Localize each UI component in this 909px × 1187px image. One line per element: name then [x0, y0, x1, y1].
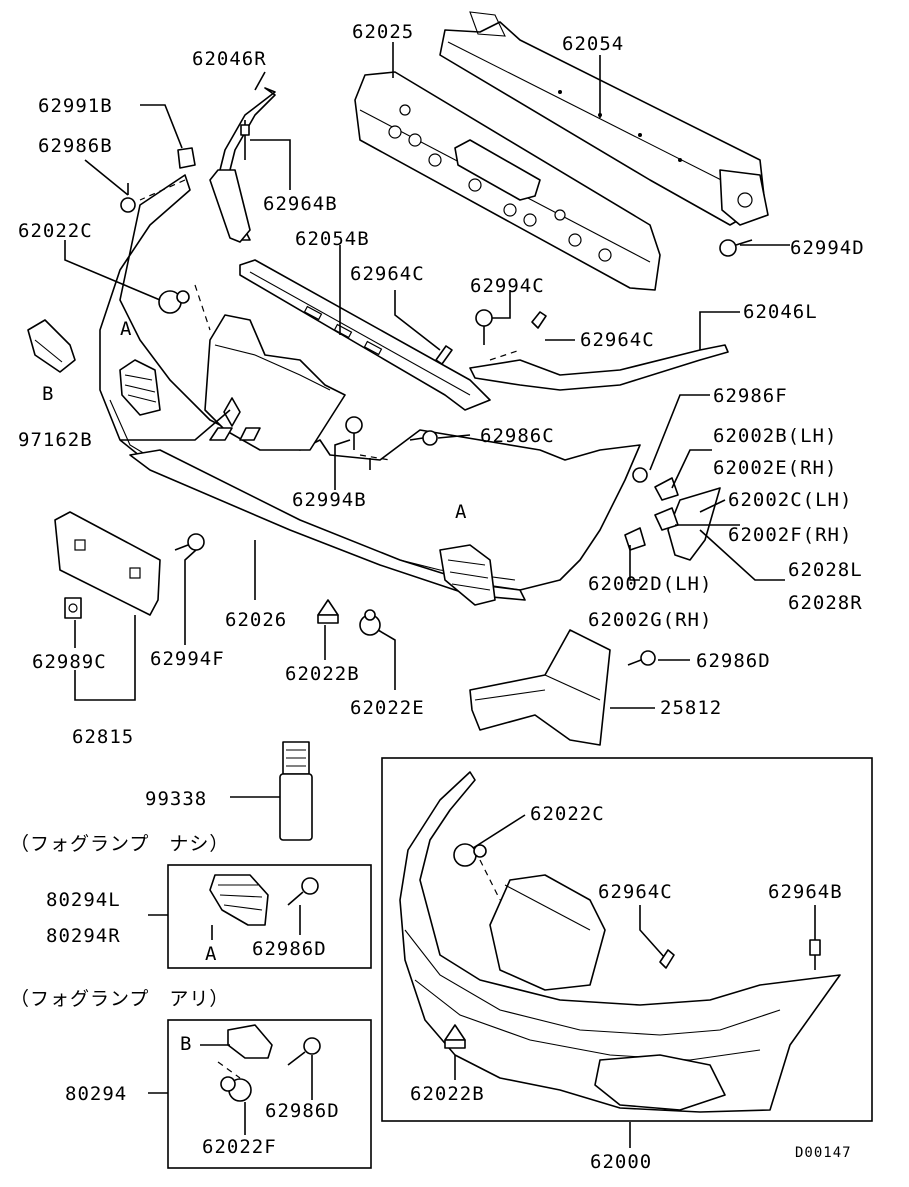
label-62002E: 62002E(RH)	[713, 457, 837, 479]
label-62046L: 62046L	[743, 301, 818, 323]
bracket-b-left	[27, 319, 76, 373]
label-62022B-inset: 62022B	[410, 1083, 485, 1105]
fog-cover-right	[439, 544, 496, 606]
label-62986B: 62986B	[38, 135, 113, 157]
label-62022C: 62022C	[18, 220, 93, 242]
box-with-fog	[167, 1019, 372, 1169]
upper-bracket-62054B	[239, 259, 491, 411]
sealant-tube-99338	[279, 741, 313, 841]
marker-b-1: B	[42, 383, 54, 405]
part-labels: 62025 62054 62046R 62991B 62986B 62964B …	[18, 21, 865, 1173]
label-62986D-b: 62986D	[252, 938, 327, 960]
label-62002D: 62002D(LH)	[588, 573, 712, 595]
bumper-reinforcement-62054	[439, 11, 769, 226]
label-62964B: 62964B	[263, 193, 338, 215]
label-62054: 62054	[562, 33, 624, 55]
label-62002F: 62002F(RH)	[728, 524, 852, 546]
label-62022C-inset: 62022C	[530, 803, 605, 825]
note-with-fog: （フォグランプ アリ）	[10, 988, 229, 1010]
notes: （フォグランプ ナシ） （フォグランプ アリ） D00147	[10, 833, 852, 1161]
label-62022B-a: 62022B	[285, 663, 360, 685]
clip-62989C	[64, 597, 82, 619]
label-62989C: 62989C	[32, 651, 107, 673]
label-62002B: 62002B(LH)	[713, 425, 837, 447]
label-62964C-a: 62964C	[350, 263, 425, 285]
label-62994F: 62994F	[150, 648, 225, 670]
label-62964C-b: 62964C	[580, 329, 655, 351]
assembly-guides	[139, 179, 521, 461]
label-80294: 80294	[65, 1083, 127, 1105]
label-62994D: 62994D	[790, 237, 865, 259]
reference-markers: A B A A B	[42, 318, 467, 1055]
label-62002C: 62002C(LH)	[728, 489, 852, 511]
reference-code: D00147	[795, 1145, 852, 1161]
bracket-62002	[624, 477, 679, 551]
label-62028R: 62028R	[788, 592, 863, 614]
label-62994C: 62994C	[470, 275, 545, 297]
label-62994B: 62994B	[292, 489, 367, 511]
license-bracket-62815	[54, 511, 161, 616]
side-bracket-62046R	[209, 87, 276, 243]
side-bracket-62046L	[469, 344, 729, 391]
label-25812: 25812	[660, 697, 722, 719]
marker-a-1: A	[120, 318, 132, 340]
label-62002G: 62002G(RH)	[588, 609, 712, 631]
label-62986F: 62986F	[713, 385, 788, 407]
assembled-bumper-inset	[381, 757, 873, 1122]
lower-molding-62026	[129, 449, 526, 601]
marker-b-2: B	[180, 1033, 192, 1055]
note-without-fog: （フォグランプ ナシ）	[10, 833, 229, 855]
label-80294L: 80294L	[46, 889, 121, 911]
label-80294R: 80294R	[46, 925, 121, 947]
label-62991B: 62991B	[38, 95, 113, 117]
emblem-97162B	[209, 397, 261, 441]
energy-absorber-62025	[354, 71, 661, 291]
label-62022F: 62022F	[202, 1136, 277, 1158]
label-62964B-inset: 62964B	[768, 881, 843, 903]
leader-lines	[64, 42, 816, 1148]
label-97162B: 97162B	[18, 429, 93, 451]
label-62025: 62025	[352, 21, 414, 43]
label-62986D-a: 62986D	[696, 650, 771, 672]
marker-a-3: A	[205, 943, 217, 965]
fog-cover-left	[119, 359, 161, 416]
label-62986C: 62986C	[480, 425, 555, 447]
label-62046R: 62046R	[192, 48, 267, 70]
fasteners-top	[120, 120, 753, 666]
label-62022E: 62022E	[350, 697, 425, 719]
label-62026: 62026	[225, 609, 287, 631]
label-62986D-c: 62986D	[265, 1100, 340, 1122]
label-62054B: 62054B	[295, 228, 370, 250]
label-62964C-inset: 62964C	[598, 881, 673, 903]
side-marker-62028	[667, 487, 721, 561]
marker-a-2: A	[455, 501, 467, 523]
label-62028L: 62028L	[788, 559, 863, 581]
bumper-face-main	[99, 174, 641, 591]
label-62000: 62000	[590, 1151, 652, 1173]
label-99338: 99338	[145, 788, 207, 810]
box-without-fog	[167, 864, 372, 969]
label-62815: 62815	[72, 726, 134, 748]
splash-shield-25812	[469, 629, 611, 746]
